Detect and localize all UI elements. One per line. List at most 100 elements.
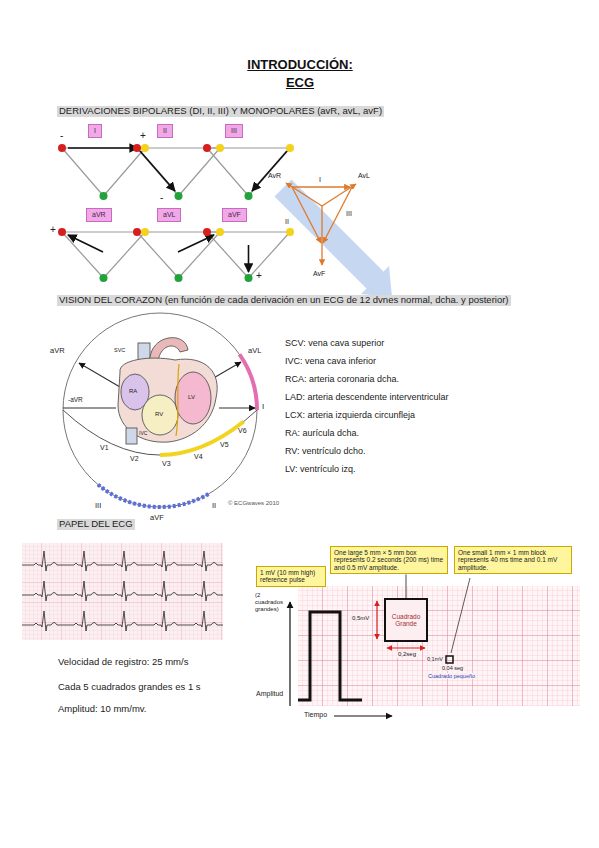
lead-triangle (62, 148, 290, 278)
ecg-paper-grid (298, 586, 580, 706)
lead-name: V4 (194, 453, 203, 461)
lead-name: I (319, 176, 321, 184)
heart-drawing (142, 395, 178, 435)
section-heading: VISION DEL CORAZON (en función de cada d… (57, 295, 511, 306)
electrode-dot (100, 274, 108, 282)
einthoven-triangle (286, 183, 322, 206)
lead-name: II (212, 502, 216, 511)
polarity-sign: + (50, 224, 56, 236)
electrode-dot (58, 144, 294, 282)
note-text: Cada 5 cuadrados grandes es 1 s (58, 682, 201, 693)
axis-band-arrow (275, 180, 393, 298)
anatomy-label: SVC (114, 347, 125, 353)
electrode-dot (133, 228, 141, 236)
lead-name: AvR (268, 172, 281, 180)
lead-label-box: aVF (222, 208, 247, 222)
lead-vector-arrow (252, 151, 287, 191)
lead-name: aVR (50, 347, 65, 356)
polarity-sign: - (160, 192, 163, 204)
box-text: aVF (228, 211, 241, 219)
ecg-strip (22, 543, 223, 640)
ecg-strip (22, 543, 223, 640)
dimension-label: 0,1mV (425, 656, 445, 662)
section-heading: DERIVACIONES BIPOLARES (DI, II, III) Y M… (57, 106, 384, 117)
electrode-dot (216, 228, 224, 236)
electrode-dot (286, 228, 294, 236)
electrode-dot (58, 144, 66, 152)
box-text: One large 5 mm × 5 mm box represents 0.2… (334, 549, 444, 571)
box-text: I (94, 127, 96, 135)
abbreviation-note: LCX: arteria izquierda circunfleja (285, 410, 415, 420)
heart-drawing (126, 428, 137, 444)
leader-line (451, 578, 470, 653)
lead-name: V5 (220, 441, 229, 449)
lead-axis (79, 363, 120, 387)
heart-drawing (175, 372, 211, 424)
dimension-label: 0,2seg (396, 651, 418, 658)
axis-arrow (289, 602, 290, 706)
abbreviation-note: RV: ventrículo dcho. (285, 446, 366, 456)
einthoven-triangle (292, 186, 350, 187)
callout-box: 1 mV (10 mm high) reference pulse (256, 566, 326, 587)
lead-vector-arrow (178, 235, 214, 252)
ecg-paper-grid (298, 586, 580, 706)
connector-line (406, 574, 407, 598)
dimension-label: Cuadrado pequeño (426, 673, 477, 679)
lead-triangle (62, 148, 145, 196)
einthoven-triangle (321, 206, 322, 265)
electrode-dot (141, 144, 149, 152)
box-text: II (163, 127, 167, 135)
polarity-sign: - (60, 130, 63, 142)
lead-label-box: aVL (157, 208, 181, 222)
lead-triangle (207, 232, 290, 278)
lead-label-box: III (225, 124, 243, 138)
ecg-strip (22, 547, 223, 637)
signature: © ECGwaves 2010 (228, 500, 279, 507)
lead-name: aVF (150, 514, 164, 523)
lead-name: II (285, 218, 289, 226)
lead-triangle (137, 148, 220, 196)
lead-triangle (207, 148, 290, 196)
electrode-dot (141, 228, 149, 236)
lead-vector-arrow (68, 235, 103, 252)
lead-label-box: II (157, 124, 173, 138)
box-text: Cuadrado Grande (388, 613, 424, 628)
lateral-arc (240, 354, 258, 410)
lead-name: -aVR (68, 396, 83, 403)
lead-name: AvF (313, 270, 325, 278)
abbreviation-note: LAD: arteria descendente interventricula… (285, 392, 449, 402)
measure-arrow (387, 647, 425, 648)
anatomy-label: IVC (139, 431, 147, 437)
electrode-dot (203, 144, 211, 152)
large-square: Cuadrado Grande (384, 598, 428, 642)
box-text: aVR (92, 211, 106, 219)
lead-triangle (137, 232, 220, 278)
lead-name: III (346, 210, 352, 218)
box-text: III (231, 127, 237, 135)
box-text: One small 1 mm × 1 mm block represents 4… (458, 549, 568, 571)
anatomy-label: RV (155, 411, 163, 418)
electrode-dot (175, 274, 183, 282)
axis-arrow (334, 715, 392, 716)
lead-name: III (95, 502, 101, 511)
lead-label-box: I (88, 124, 102, 138)
anatomy-label: RA (129, 388, 137, 395)
heart-drawing (176, 364, 179, 436)
lead-vector-arrow (68, 148, 287, 272)
lead-name: aVL (248, 347, 261, 356)
lead-name: V3 (162, 460, 171, 468)
lead-circle (63, 313, 257, 507)
electrode-dot (203, 228, 211, 236)
electrode-dot (100, 192, 108, 200)
electrode-dot (58, 228, 66, 236)
axis-label: Tiempo (304, 711, 327, 719)
einthoven-triangle (322, 184, 356, 206)
lead-name: V1 (100, 444, 109, 452)
axis-note: (2 cuadrados grandes) (255, 592, 286, 613)
ecg-paper-grid (298, 586, 580, 706)
box-text: aVL (163, 211, 175, 219)
axis-arrow (290, 602, 392, 716)
abbreviation-note: RCA: arteria coronaria dcha. (285, 374, 399, 384)
electrode-dot (175, 192, 183, 200)
